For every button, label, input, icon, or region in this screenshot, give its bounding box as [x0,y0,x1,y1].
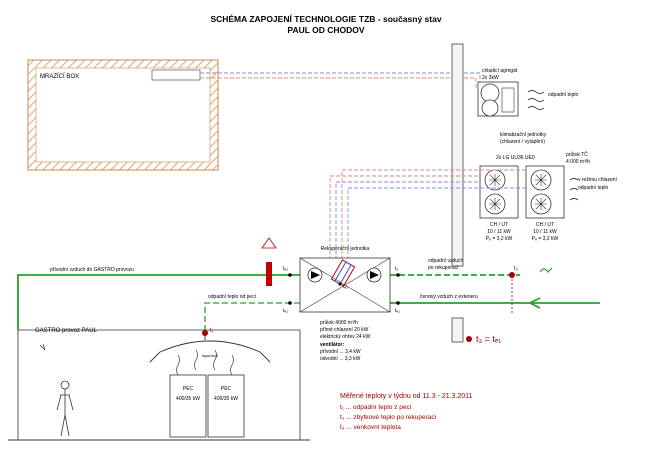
ac-waste-heat-waves [569,178,579,201]
freezer-evaporator [151,69,201,81]
recup-fan-1: přívodní ... 3,4 kW [320,349,361,355]
fresh-air-label: čerstvý vzduch z exterieru [420,294,478,300]
measured-t3: t₃ = tₑ₁ [466,334,501,344]
svg-text:400/35 kW: 400/35 kW [176,396,200,402]
oven-exhaust-label: odpadní teplo od pecí [208,294,257,300]
ac-units-sub: (chlazení / vytápění) [500,139,545,145]
ac-right-l2: 10 / 11 kW [533,229,557,235]
sensor-ti1: tₑ₁ [395,301,400,314]
recup-spec-3: elektrický ohřev 24 kW [320,334,371,340]
ac-airflow-label: průtok TČ [566,151,588,158]
svg-text:PEC: PEC [221,386,232,392]
recup-fan-2: odvodní ... 3,3 kW [320,356,361,362]
svg-text:t₂: t₂ [514,266,519,272]
ac-unit-left: CH / UT 10 / 11 kW Pₑ = 3,2 kW [479,165,519,242]
ac-mode-note: v režimu chlazení [578,177,618,183]
fresh-air-duct [390,297,600,309]
chiller-waste-heat: odpadní teplo [548,92,579,98]
ac-left-l2: 10 / 11 kW [487,229,511,235]
sensor-te2: tₑ₂ [283,266,292,277]
svg-text:t₃ = tₑ₁: t₃ = tₑ₁ [476,334,501,344]
ac-airflow-value: 4 000 m³/h [566,159,590,165]
ac-left-l1: CH / UT [490,222,508,228]
ac-units-model: 2x LG UU36 UE0 [496,155,535,161]
oven-heat-waves [176,349,234,376]
recup-spec-2: přímé chlazení 20 kW [320,327,369,333]
freezer-pipes [200,72,481,90]
recup-fans-title: ventilátor: [320,342,345,348]
external-wall-upper [451,43,464,267]
svg-text:t₂: t₂ [395,266,398,272]
exhaust-after-label-2: po rekuperaci [428,265,458,271]
ac-pipes [329,169,526,260]
svg-text:tₑ₁: tₑ₁ [343,284,348,290]
sensor-recup-inner: tₑ₁ [338,282,348,290]
supply-duct-label: přívodní vzduch do GASTRO provozu [50,267,134,273]
freezer-box: MRAZÍCÍ BOX [27,59,219,171]
diagram-subtitle: PAUL OD CHODOV [287,25,364,35]
chiller-label: chladicí agregát [482,68,518,74]
svg-text:tₑ₁: tₑ₁ [395,308,400,314]
recuperation-label: Rekuperační jednotka [321,246,370,252]
freezer-label: MRAZÍCÍ BOX [40,73,79,80]
chiller-unit: chladicí agregát 2x 3kW odpadní teplo [477,68,579,117]
ac-waste-heat: odpadní teplo [578,185,609,191]
gastro-label: GASTRO provoz PAUL [35,328,98,334]
ac-right-l1: CH / UT [536,222,554,228]
extraction-hood: lapač tuků [149,340,271,363]
sensor-ti2: t₂ [395,266,400,277]
svg-text:400/35 kW: 400/35 kW [214,396,238,402]
ac-units-label: klimatizační jednotky [500,132,547,138]
supply-duct [17,274,520,330]
measured-t2: t₂ [509,266,519,315]
damper-heater [266,262,272,286]
recuperation-unit: Rekuperační jednotka [299,246,391,313]
gastro-building: GASTRO provoz PAUL [8,328,310,441]
external-wall-lower [451,317,464,343]
oven-1: PEC 400/35 kW [169,374,207,438]
svg-text:tₑ₂: tₑ₂ [283,266,288,272]
legend-title: Měřené teploty v týdnu od 11.3 - 21.3.20… [340,393,473,400]
measured-t1: t₁ [202,328,214,336]
svg-text:t₁: t₁ [210,328,214,334]
warning-icon [261,237,277,249]
ac-unit-right: CH / UT 10 / 11 kW Pₑ = 3,2 kW [525,165,565,242]
legend-item-3: t₃ ... venkovní teplota [340,424,401,431]
recup-spec-1: průtok 4000 m³/h [320,319,358,326]
svg-text:tₑ₁: tₑ₁ [283,308,288,314]
person-icon [56,380,74,437]
oven-2: PEC 400/35 kW [207,374,245,438]
legend-item-1: t₁ ... odpadní teplo z pecí [340,404,412,411]
ac-left-l3: Pₑ = 3,2 kW [486,236,513,242]
oven-exhaust-duct [204,302,300,340]
diagram-title: SCHÉMA ZAPOJENÍ TECHNOLOGIE TZB - součas… [210,14,441,24]
hood-label: lapač tuků [202,354,218,358]
svg-text:PEC: PEC [183,386,194,392]
measurement-legend: Měřené teploty v týdnu od 11.3 - 21.3.20… [340,393,473,431]
legend-item-2: t₂ ... zbytkové teplo po rekuperaci [340,414,436,421]
sensor-te1: tₑ₁ [283,301,292,314]
ac-right-l3: Pₑ = 3,2 kW [532,236,559,242]
exhaust-after-label-1: odpadní vzduch [428,258,464,264]
chiller-power: 2x 3kW [482,75,499,81]
exhaust-out-arrow [539,267,553,273]
